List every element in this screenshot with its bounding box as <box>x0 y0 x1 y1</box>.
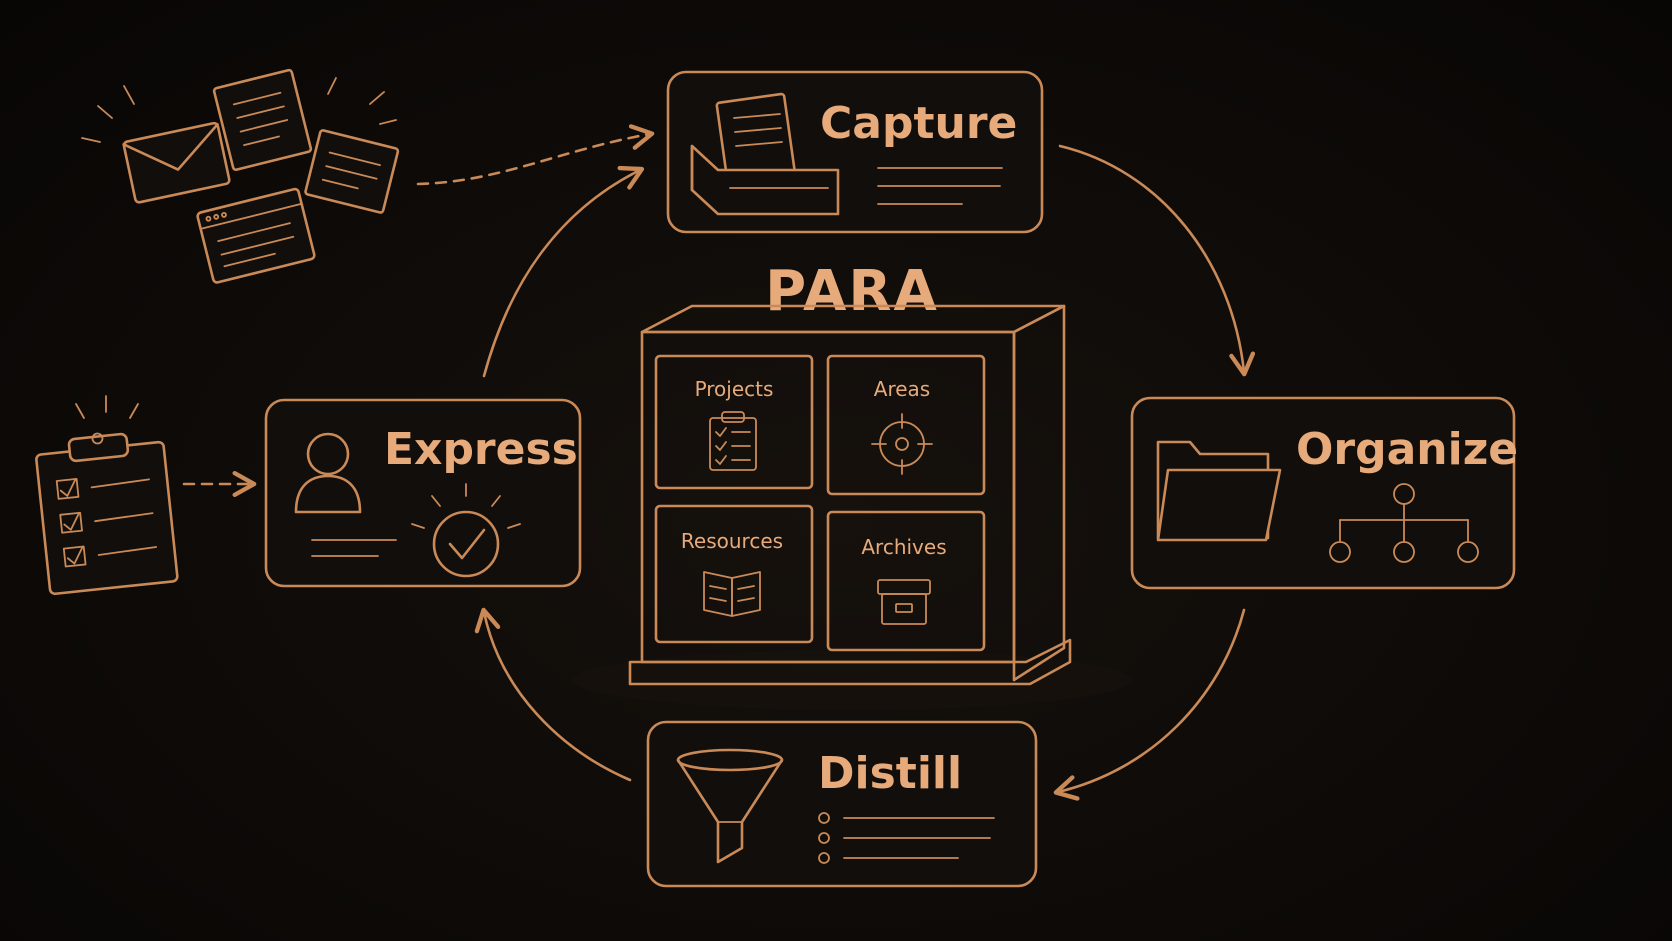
drawer-areas[interactable]: Areas <box>826 354 986 496</box>
drawer-areas-label: Areas <box>874 377 930 401</box>
express-title: Express <box>384 424 578 475</box>
check-circle-icon <box>411 483 521 578</box>
cycle-arrows <box>474 144 1256 801</box>
sparkle-lines-icon <box>81 77 397 143</box>
drawer-projects[interactable]: Projects <box>654 354 814 490</box>
incoming-sources <box>81 68 655 284</box>
sources-to-capture-arrow <box>416 124 655 186</box>
express-stage[interactable]: Express <box>264 398 582 588</box>
organize-title: Organize <box>1296 424 1518 475</box>
hierarchy-icon <box>1329 483 1479 563</box>
organize-to-distill-arrow <box>1053 608 1246 801</box>
organize-stage[interactable]: Organize <box>1130 396 1518 590</box>
distill-to-express-arrow <box>474 607 632 782</box>
drawer-resources-label: Resources <box>681 529 783 553</box>
drawer-resources[interactable]: Resources <box>654 504 814 644</box>
sparkle-lines-icon <box>75 395 139 419</box>
express-to-capture-arrow <box>482 165 645 378</box>
capture-to-organize-arrow <box>1058 144 1256 377</box>
folder-icon <box>1156 440 1282 542</box>
task-input <box>35 395 257 596</box>
clipboard-checklist-icon <box>709 411 757 471</box>
capture-stage[interactable]: Capture <box>666 70 1044 234</box>
document-icon <box>212 68 313 172</box>
envelope-icon <box>122 121 231 204</box>
distill-title: Distill <box>818 748 962 799</box>
para-title: PARA <box>765 259 939 324</box>
distill-card <box>646 720 1038 888</box>
archive-box-icon <box>877 579 931 625</box>
bullet-list-icon <box>818 812 995 864</box>
person-icon <box>294 432 362 514</box>
target-icon <box>871 413 933 475</box>
drawer-archives[interactable]: Archives <box>826 510 986 652</box>
inbox-tray-icon <box>690 92 840 216</box>
funnel-icon <box>676 748 784 864</box>
drawer-projects-label: Projects <box>695 377 774 401</box>
checklist-clipboard-icon <box>35 432 179 596</box>
open-book-icon <box>703 571 761 617</box>
distill-stage[interactable]: Distill <box>646 720 1038 888</box>
browser-window-icon <box>196 187 316 284</box>
drawer-archives-label: Archives <box>861 535 946 559</box>
para-cabinet: PARA Projects Areas <box>572 259 1132 710</box>
note-icon <box>304 129 400 214</box>
capture-title: Capture <box>820 98 1017 149</box>
